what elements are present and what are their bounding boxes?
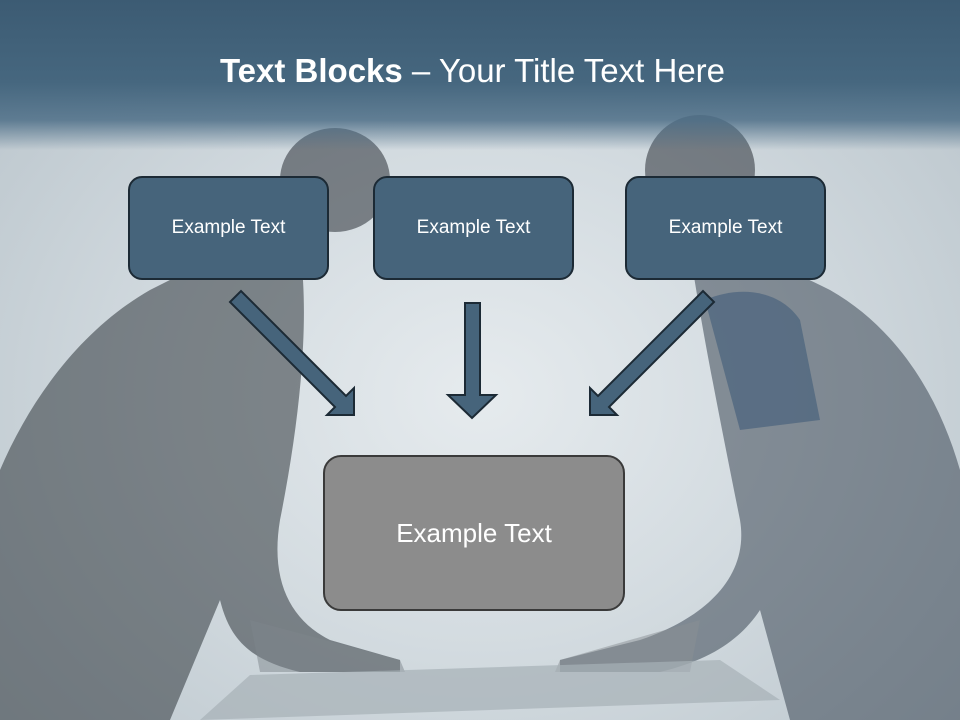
title-bold: Text Blocks [219,52,403,89]
title-rest: Your Title Text Here [438,52,726,89]
text-block-bottom[interactable]: Example Text [323,455,625,611]
page-title: Text Blocks – Your Title Text Here [0,52,945,90]
arrow-down-left-icon [589,289,716,416]
header-band [0,0,960,150]
arrow-down-right-icon [228,289,355,416]
text-block-label: Example Text [668,217,783,238]
text-block-label: Example Text [416,217,531,238]
title-separator: – [402,52,439,89]
text-block-top-center[interactable]: Example Text [373,176,574,280]
text-block-top-right[interactable]: Example Text [625,176,826,280]
text-block-top-left[interactable]: Example Text [128,176,329,280]
text-block-label: Example Text [396,517,552,548]
arrow-down-icon [445,302,499,420]
text-block-label: Example Text [171,217,286,238]
